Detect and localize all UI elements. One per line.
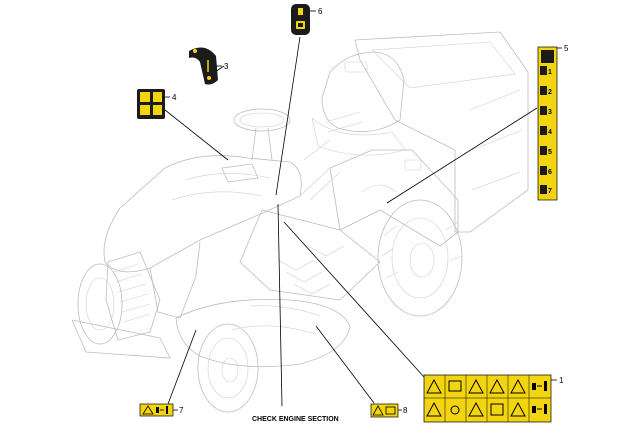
strip-cell-1: 1 bbox=[540, 66, 552, 76]
svg-text:3: 3 bbox=[548, 109, 552, 116]
strip-cell-4: 4 bbox=[540, 126, 552, 136]
leader-lines bbox=[159, 36, 538, 407]
decal-6: 6 bbox=[291, 4, 323, 35]
svg-text:5: 5 bbox=[548, 149, 552, 156]
svg-text:4: 4 bbox=[548, 129, 552, 136]
tractor-drawing bbox=[71, 31, 529, 413]
callout-8: 8 bbox=[403, 406, 408, 415]
strip-cell-3: 3 bbox=[540, 106, 552, 116]
callout-4: 4 bbox=[172, 93, 177, 102]
strip-cell-7: 7 bbox=[540, 185, 552, 195]
svg-text:1: 1 bbox=[548, 69, 552, 76]
strip-cell-5: 5 bbox=[540, 146, 552, 156]
svg-text:7: 7 bbox=[548, 188, 552, 195]
svg-text:2: 2 bbox=[548, 89, 552, 96]
strip-cell-6: 6 bbox=[540, 166, 552, 176]
decal-4: 4 bbox=[137, 89, 177, 119]
decal-3: 3 bbox=[189, 47, 229, 85]
callout-6: 6 bbox=[318, 7, 323, 16]
svg-text:6: 6 bbox=[548, 169, 552, 176]
decal-8: 8 bbox=[370, 403, 408, 418]
decal-7: 7 bbox=[139, 403, 184, 417]
strip-cell-2: 2 bbox=[540, 86, 552, 96]
check-engine-caption: CHECK ENGINE SECTION bbox=[252, 416, 339, 423]
decal-5-strip: 5 1 2 3 4 5 6 7 bbox=[537, 44, 569, 201]
callout-3: 3 bbox=[224, 62, 229, 71]
callout-5: 5 bbox=[564, 44, 569, 53]
decal-1-warning-panel: 1 bbox=[423, 374, 564, 423]
callout-1: 1 bbox=[559, 376, 564, 385]
callout-7: 7 bbox=[179, 406, 184, 415]
